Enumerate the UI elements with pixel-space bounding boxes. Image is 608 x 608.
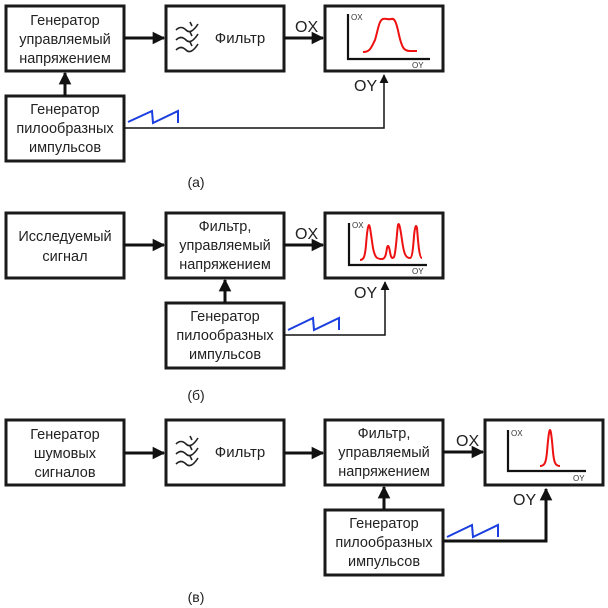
ox-label: OX [295,226,318,243]
axis-ox-label: OX [511,429,523,438]
saw-line-3: импульсов [189,347,261,363]
display-axes [346,14,430,61]
saw-line-1: Генератор [30,102,99,118]
vcf-line-2: управляемый [179,238,270,254]
caption-a: (а) [187,174,204,190]
vcf-line-2: управляемый [338,445,429,461]
filter-label: Фильтр [215,30,265,47]
sawtooth-waveform-icon [127,109,179,125]
arrow-saw-to-display [124,74,389,129]
axis-oy-label: OY [412,267,424,276]
axis-ox-label: OX [352,221,364,230]
filter-box [164,418,286,487]
oy-label: OY [513,492,536,509]
saw-line-3: импульсов [29,140,101,156]
oy-label: OY [354,285,377,302]
axis-ox-label: OX [351,13,363,22]
display-axes [506,430,586,473]
vc-filter-box [164,211,286,280]
caption-b: (б) [187,387,204,403]
display-box [483,418,605,487]
arrow-saw-to-display [284,281,390,336]
saw-line-1: Генератор [349,516,418,532]
display-screen: OX OY [347,221,427,276]
spectrum-trace [539,428,561,467]
diagram-c: Генератор шумовых сигналов Фильтр Фильтр… [4,418,605,605]
spectrum-trace [362,17,417,53]
saw-line-2: пилообразных [176,328,274,344]
noise-line-2: шумовых [34,446,97,462]
filter-wave-icon [175,21,199,53]
vco-line-3: напряжением [19,51,111,67]
vcf-line-3: напряжением [338,464,430,480]
vco-box [4,4,126,73]
vcf-line-1: Фильтр, [199,219,252,235]
spectrum-trace [359,223,423,261]
display-screen: OX OY [346,13,430,70]
saw-line-2: пилообразных [335,535,433,551]
filter-wave-icon [175,435,199,467]
display-screen: OX OY [506,428,586,483]
vcf-line-1: Фильтр, [358,426,411,442]
caption-c: (в) [188,589,205,605]
sawtooth-waveform-icon [287,316,340,332]
arrow-saw-to-display [443,487,553,543]
noise-line-1: Генератор [30,427,99,443]
vcf-line-3: напряжением [179,257,271,273]
diagram-b: Исследуемый сигнал Фильтр, управляемый н… [4,211,445,403]
oy-label: OY [354,78,377,95]
sawtooth-waveform-icon [446,523,499,539]
noise-generator-box [4,418,126,487]
signal-line-1: Исследуемый [18,229,111,245]
saw-line-1: Генератор [190,309,259,325]
display-box [323,211,445,280]
ox-label: OX [456,433,479,450]
display-axes [347,223,427,267]
filter-label: Фильтр [215,444,265,461]
signal-box [4,211,126,280]
signal-line-2: сигнал [42,249,87,265]
saw-line-3: импульсов [348,554,420,570]
sawtooth-generator-box [164,301,286,370]
axis-oy-label: OY [412,61,424,70]
filter-box [164,4,286,73]
diagram-a: Генератор управляемый напряжением Фильтр… [4,4,445,190]
vco-line-2: управляемый [19,32,110,48]
vco-line-1: Генератор [30,13,99,29]
noise-line-3: сигналов [34,465,95,481]
ox-label: OX [295,19,318,36]
display-box [323,4,445,73]
axis-oy-label: OY [573,474,585,483]
saw-line-2: пилообразных [16,121,114,137]
